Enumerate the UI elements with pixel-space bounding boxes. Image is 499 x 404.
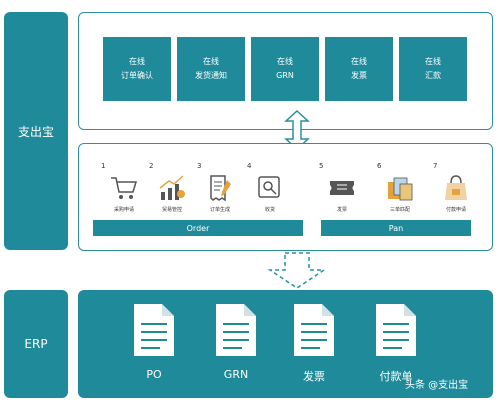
step-caption: 付款申请 (445, 207, 466, 213)
ticket-icon (330, 181, 354, 195)
erp-documents-panel: PO GRN 发票 付款单 (78, 290, 493, 398)
erp-block: ERP (4, 290, 68, 398)
zhichubao-label: 支出宝 (17, 124, 54, 139)
dashed-down-arrow-icon (267, 252, 327, 289)
step-payment-request: 7 付款申请 (433, 162, 479, 222)
shopping-bag-icon (445, 175, 467, 200)
erp-doc-label: 付款单 (379, 370, 413, 383)
documents-icon (388, 177, 413, 201)
tile-line1: 在线 (277, 57, 293, 66)
tile-line1: 在线 (203, 57, 219, 66)
erp-doc-invoice: 发票 (284, 302, 344, 392)
tile-line1: 在线 (425, 57, 441, 66)
tile-line2: 发票 (351, 71, 367, 80)
step-number: 7 (433, 162, 438, 170)
step-caption: 订单生成 (209, 207, 230, 213)
step-caption: 收货 (264, 207, 275, 213)
tile-order-confirm: 在线 订单确认 (103, 37, 171, 101)
tile-line1: 在线 (129, 57, 145, 66)
tile-grn: 在线 GRN (251, 37, 319, 101)
document-icon (376, 304, 416, 356)
step-caption: 三单匹配 (389, 207, 410, 213)
step-three-way-match: 6 三单匹配 (377, 162, 423, 222)
step-invoice: 5 发票 (319, 162, 365, 222)
watermark-text: 头条 @支出宝 (405, 380, 469, 391)
growth-chart-icon (159, 175, 185, 200)
erp-label: ERP (24, 337, 48, 351)
receipt-pen-icon (210, 175, 231, 202)
step-number: 1 (101, 162, 106, 170)
step-number: 5 (319, 162, 324, 170)
tile-line2: 发货通知 (195, 71, 227, 80)
process-steps-panel: 1 采购申请 2 贸易管控 3 订单生成 4 收货 5 (78, 143, 493, 251)
step-caption: 采购申请 (113, 207, 134, 213)
pan-bar-label: Pan (388, 223, 404, 233)
step-number: 2 (149, 162, 154, 170)
pan-bar: Pan (321, 220, 471, 236)
erp-doc-po: PO (124, 302, 184, 392)
zhichubao-block: 支出宝 (4, 12, 68, 250)
step-purchase-request: 1 采购申请 (101, 162, 147, 222)
erp-doc-label: GRN (223, 368, 249, 381)
step-caption: 发票 (336, 207, 347, 213)
order-bar-label: Order (186, 223, 210, 233)
step-order-generation: 3 订单生成 (197, 162, 243, 222)
step-trade-control: 2 贸易管控 (149, 162, 195, 222)
step-receiving: 4 收货 (247, 162, 293, 222)
document-icon (216, 304, 256, 356)
tile-line1: 在线 (351, 57, 367, 66)
tile-remittance: 在线 汇款 (399, 37, 467, 101)
scan-box-icon (258, 176, 280, 198)
order-bar: Order (93, 220, 303, 236)
document-icon (134, 304, 174, 356)
erp-doc-grn: GRN (206, 302, 266, 392)
tile-line2: GRN (276, 71, 294, 80)
tile-line2: 汇款 (425, 71, 441, 80)
tile-shipping-notice: 在线 发货通知 (177, 37, 245, 101)
cart-icon (111, 177, 138, 199)
erp-doc-label: PO (146, 368, 162, 381)
step-number: 6 (377, 162, 382, 170)
online-services-panel: 在线 订单确认 在线 发货通知 在线 GRN 在线 发票 在线 汇款 (78, 12, 493, 130)
step-caption: 贸易管控 (161, 207, 182, 213)
erp-doc-payment: 付款单 (366, 302, 426, 392)
tile-invoice: 在线 发票 (325, 37, 393, 101)
document-icon (294, 304, 334, 356)
step-number: 3 (197, 162, 202, 170)
tile-line2: 订单确认 (121, 71, 153, 80)
erp-doc-label: 发票 (303, 370, 325, 383)
watermark: 头条 @支出宝 (405, 376, 468, 391)
step-number: 4 (247, 162, 252, 170)
